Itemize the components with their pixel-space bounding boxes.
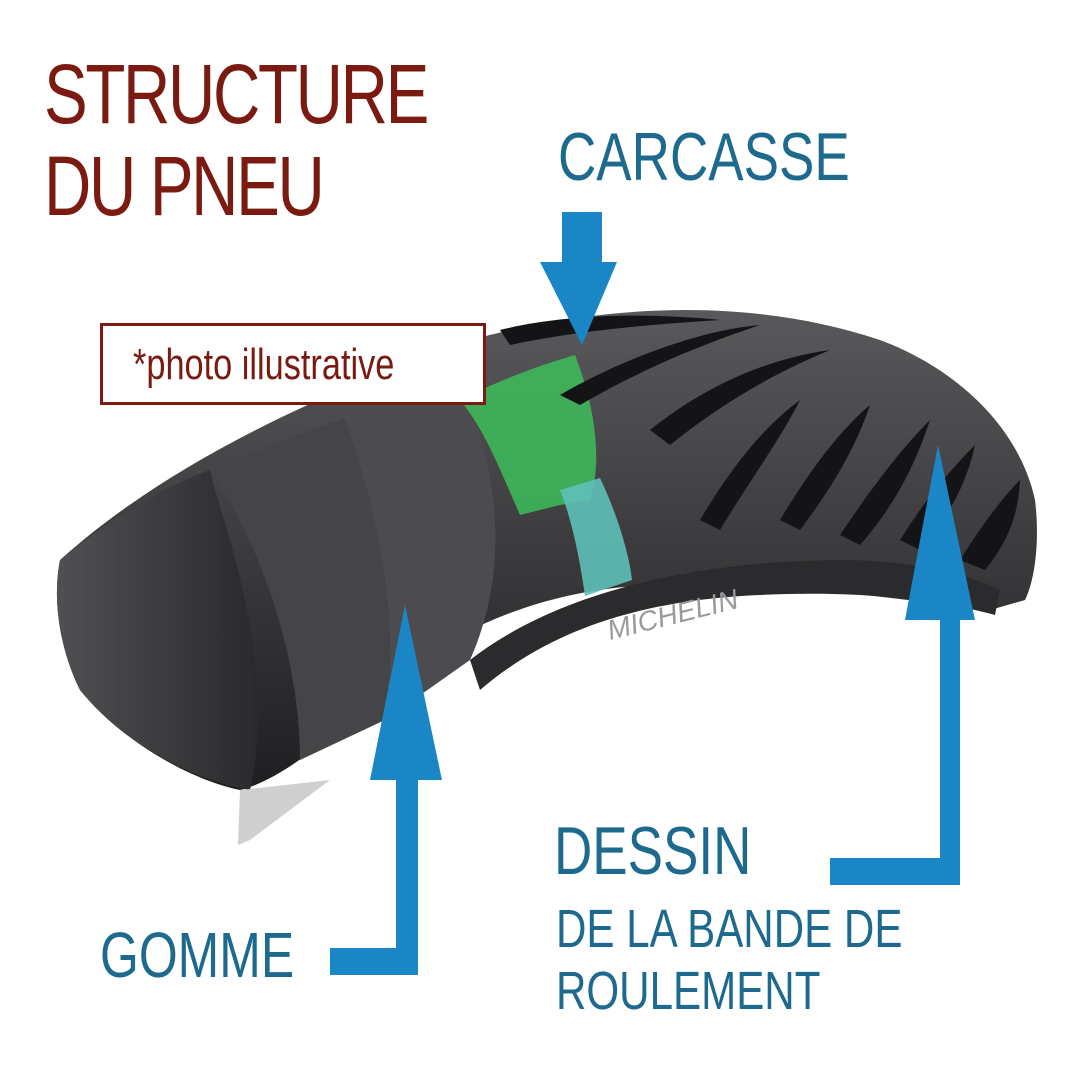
title-line-2: DU PNEU — [44, 139, 325, 233]
title-line-1: STRUCTURE — [44, 47, 429, 141]
tire-layer-inner — [345, 385, 496, 720]
label-bande-line-1: DE LA BANDE DE — [556, 899, 903, 959]
tire-layer-middle — [210, 418, 391, 760]
tire-layer-outer — [56, 470, 258, 790]
page-title: STRUCTURE DU PNEU — [44, 47, 429, 233]
label-bande-de-roulement: DE LA BANDE DE ROULEMENT — [556, 898, 902, 1022]
label-gomme: GOMME — [100, 919, 295, 991]
label-bande-line-2: ROULEMENT — [556, 961, 821, 1021]
label-dessin: DESSIN — [554, 813, 752, 889]
carcasse-arrow — [540, 212, 617, 345]
label-carcasse: CARCASSE — [558, 119, 850, 195]
arrows — [330, 212, 975, 975]
tire-sidewall — [470, 560, 1000, 690]
carcass-teal-layer — [560, 478, 632, 596]
tread-grooves — [500, 315, 1020, 570]
gomme-arrow — [330, 605, 442, 975]
dessin-arrow — [830, 445, 975, 885]
photo-disclaimer-text: *photo illustrative — [133, 340, 395, 389]
photo-disclaimer-box: *photo illustrative — [100, 323, 486, 405]
tire-bead-flap — [238, 780, 330, 845]
